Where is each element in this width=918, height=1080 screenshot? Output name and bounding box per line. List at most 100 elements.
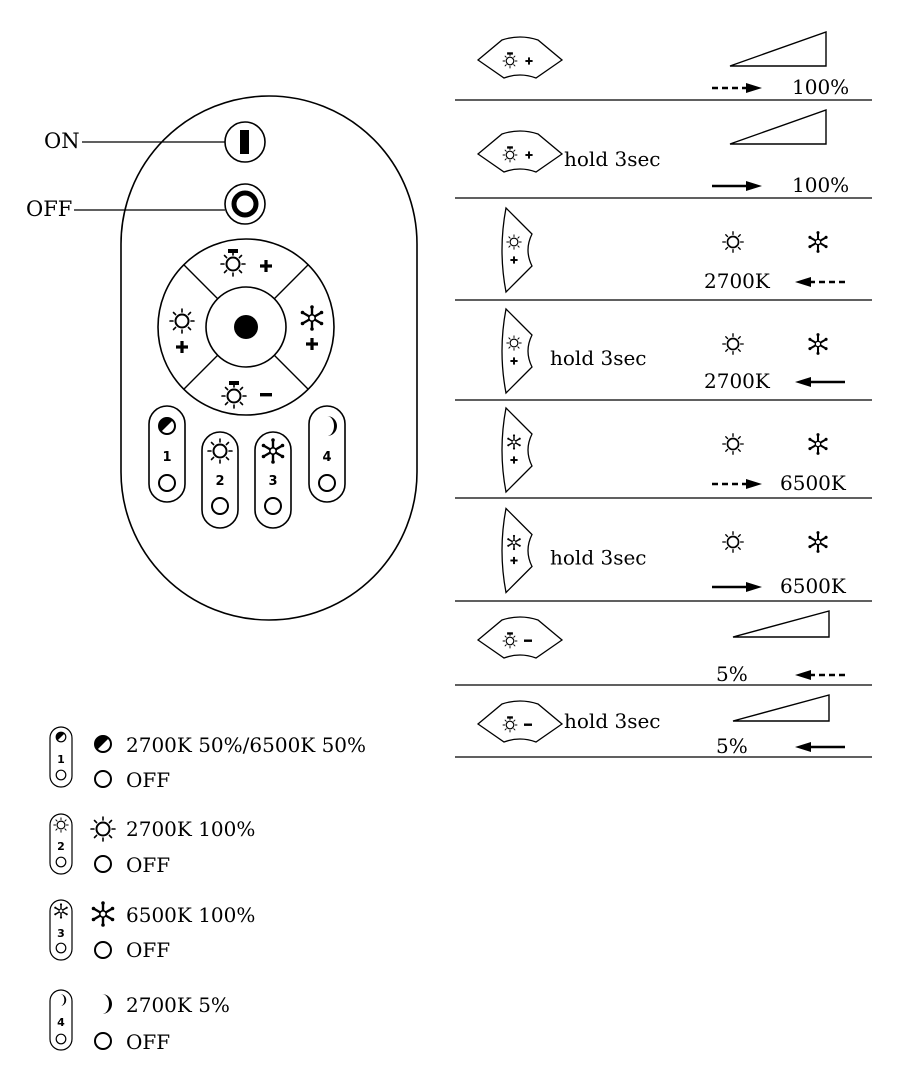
scene-button-4[interactable]: 4 — [308, 405, 346, 503]
off-label: OFF — [26, 197, 72, 221]
value-text: 5% — [716, 662, 748, 686]
function-row: hold 3sec 6500K — [455, 507, 872, 602]
value-text: 2700K — [704, 369, 771, 393]
plus-icon — [260, 260, 272, 272]
minus-icon — [524, 639, 532, 642]
scene-button-1[interactable]: 1 — [148, 405, 186, 503]
legend-off-text: OFF — [126, 1030, 170, 1054]
brightness-up-button[interactable] — [221, 249, 272, 276]
function-row: 2700K — [455, 206, 872, 301]
function-row: 5% — [455, 610, 872, 686]
off-ring-icon — [94, 855, 112, 873]
hold-text: hold 3sec — [550, 546, 647, 570]
brightness-up-button — [476, 36, 564, 79]
legend-off-text: OFF — [126, 938, 170, 962]
brightness-down-button[interactable] — [222, 381, 272, 408]
off-ring-icon — [94, 770, 112, 788]
direction-arrow — [712, 479, 762, 489]
scene-button-3[interactable]: 3 — [254, 431, 292, 529]
brightness-down-button — [476, 700, 564, 743]
function-table: 100% hold 3sec 100% 2700K hold 3sec 2700K 6500… — [455, 31, 872, 758]
legend-item-3: 3 6500K 100% OFF — [49, 899, 255, 962]
plus-icon — [306, 338, 318, 350]
function-row: hold 3sec 100% — [455, 109, 872, 199]
cool-up-button — [501, 507, 533, 594]
direction-arrow — [795, 670, 845, 680]
direction-arrow — [712, 83, 762, 93]
off-ring-icon — [94, 1032, 112, 1050]
center-button[interactable] — [234, 315, 258, 339]
legend-mode-text: 2700K 50%/6500K 50% — [126, 733, 366, 757]
legend-item-2: 2 2700K 100% OFF — [49, 813, 255, 877]
snowflake-icon — [807, 230, 829, 254]
snowflake-icon — [807, 332, 829, 356]
off-ring-icon — [94, 941, 112, 959]
legend-mode-text: 2700K 5% — [126, 993, 230, 1017]
snowflake-icon — [90, 900, 116, 928]
value-text: 6500K — [780, 471, 847, 495]
hold-text: hold 3sec — [550, 346, 647, 370]
scene-number: 1 — [162, 450, 171, 465]
legend-item-1: 1 2700K 50%/6500K 50% OFF — [49, 726, 366, 792]
brightness-ramp — [729, 31, 827, 67]
brightness-icon — [221, 249, 245, 276]
on-label: ON — [44, 129, 80, 153]
brightness-ramp — [732, 694, 830, 722]
cool-up-button[interactable] — [299, 304, 325, 350]
brightness-icon — [222, 381, 246, 408]
value-text: 6500K — [780, 574, 847, 598]
legend-item-4: 4 2700K 5% OFF — [49, 989, 230, 1054]
legend-off-text: OFF — [126, 853, 170, 877]
plus-icon — [176, 341, 188, 353]
legend-mode-text: 2700K 100% — [126, 817, 255, 841]
brightness-ramp — [729, 109, 827, 145]
scene-button-2[interactable]: 2 — [201, 431, 239, 529]
function-row: 100% — [455, 31, 872, 101]
hold-text: hold 3sec — [564, 709, 661, 733]
sun-icon — [721, 332, 745, 356]
sun-icon — [90, 816, 116, 842]
warm-up-button — [501, 206, 533, 294]
remote-body — [120, 95, 418, 621]
function-row: 6500K — [455, 406, 872, 499]
warm-up-button — [501, 307, 533, 395]
function-row: hold 3sec 2700K — [455, 307, 872, 401]
snowflake-icon — [807, 432, 829, 456]
sun-icon — [721, 432, 745, 456]
brightness-down-button — [476, 616, 564, 659]
value-text: 2700K — [704, 269, 771, 293]
off-button[interactable] — [224, 183, 266, 225]
legend-mode-text: 6500K 100% — [126, 903, 255, 927]
snowflake-icon — [807, 530, 829, 554]
snowflake-icon — [299, 304, 325, 332]
direction-arrow — [795, 277, 845, 287]
svg-text:4: 4 — [57, 1016, 65, 1029]
moon-icon — [102, 994, 112, 1014]
minus-icon — [524, 723, 532, 726]
minus-icon — [260, 393, 272, 397]
scene-number: 4 — [322, 450, 331, 465]
brightness-ramp — [732, 610, 830, 638]
control-wheel — [157, 238, 335, 416]
direction-arrow — [712, 582, 762, 592]
svg-text:3: 3 — [57, 927, 65, 940]
hold-text: hold 3sec — [564, 147, 661, 171]
svg-text:2: 2 — [57, 840, 65, 853]
brightness-up-button — [476, 130, 564, 173]
svg-text:1: 1 — [57, 753, 65, 766]
scene-number: 3 — [268, 474, 277, 489]
value-text: 100% — [792, 75, 849, 99]
on-button[interactable] — [224, 121, 266, 163]
value-text: 100% — [792, 173, 849, 197]
sun-icon — [721, 230, 745, 254]
value-text: 5% — [716, 734, 748, 758]
power-on-icon — [240, 130, 249, 154]
sun-icon — [169, 308, 195, 334]
direction-arrow — [712, 181, 762, 191]
sun-icon — [721, 530, 745, 554]
function-row: hold 3sec 5% — [455, 694, 872, 758]
half-circle-icon — [93, 734, 112, 753]
warm-up-button[interactable] — [169, 308, 195, 353]
power-off-icon — [231, 190, 259, 218]
